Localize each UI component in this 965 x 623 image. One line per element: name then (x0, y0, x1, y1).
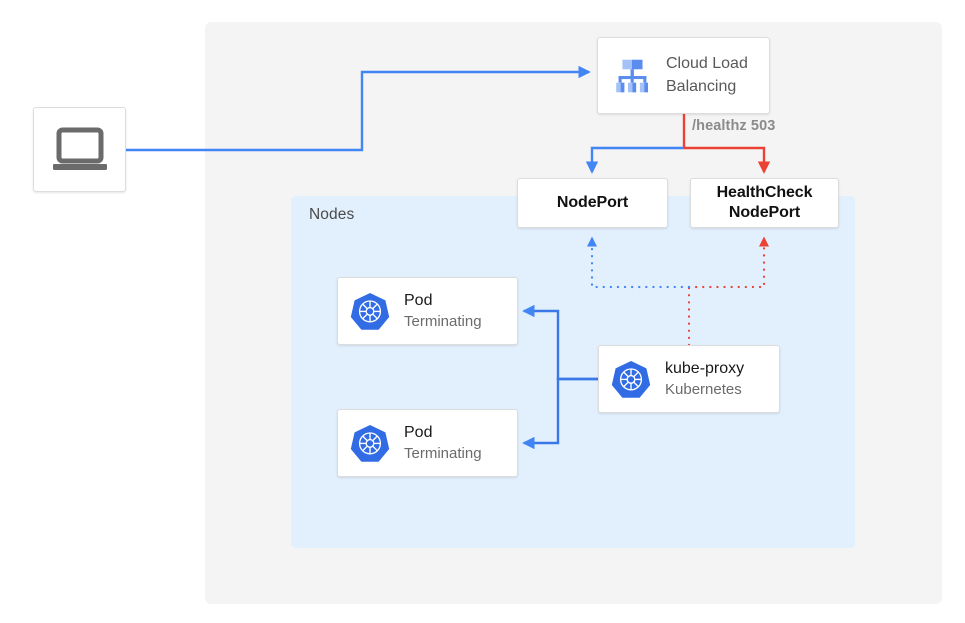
pod-1-title: Pod (404, 291, 433, 309)
cloud-load-balancing-icon (616, 59, 649, 92)
kubernetes-icon (350, 425, 390, 462)
pod-2-text: Pod Terminating (404, 423, 482, 464)
pod-node-1[interactable]: Pod Terminating (337, 277, 518, 345)
kubernetes-icon (350, 293, 390, 330)
kubernetes-icon (611, 361, 651, 398)
healthcheck-nodeport-line-1: HealthCheck (716, 183, 813, 201)
kube-proxy-subtitle: Kubernetes (665, 381, 742, 399)
cloud-load-balancing-line-1: Cloud Load (666, 54, 748, 72)
client-node[interactable] (33, 107, 126, 192)
pod-1-status: Terminating (404, 313, 482, 331)
nodes-panel-label: Nodes (309, 206, 355, 223)
pod-2-status: Terminating (404, 445, 482, 463)
cloud-load-balancing-label: Cloud Load Balancing (666, 53, 748, 98)
nodeport-node[interactable]: NodePort (517, 178, 668, 228)
healthcheck-nodeport-node[interactable]: HealthCheck NodePort (690, 178, 839, 228)
healthcheck-nodeport-line-2: NodePort (728, 204, 801, 221)
kube-proxy-text: kube-proxy Kubernetes (665, 359, 744, 400)
kube-proxy-node[interactable]: kube-proxy Kubernetes (598, 345, 780, 413)
healthz-503-label: /healthz 503 (692, 118, 776, 134)
pod-node-2[interactable]: Pod Terminating (337, 409, 518, 477)
cloud-load-balancing-line-2: Balancing (666, 77, 737, 95)
laptop-icon (52, 127, 107, 170)
healthcheck-nodeport-label: HealthCheck NodePort (717, 183, 813, 223)
cloud-load-balancing-node[interactable]: Cloud Load Balancing (597, 37, 770, 114)
pod-1-text: Pod Terminating (404, 291, 482, 332)
pod-2-title: Pod (404, 423, 433, 441)
nodeport-label: NodePort (556, 193, 629, 211)
kube-proxy-title: kube-proxy (665, 359, 745, 377)
